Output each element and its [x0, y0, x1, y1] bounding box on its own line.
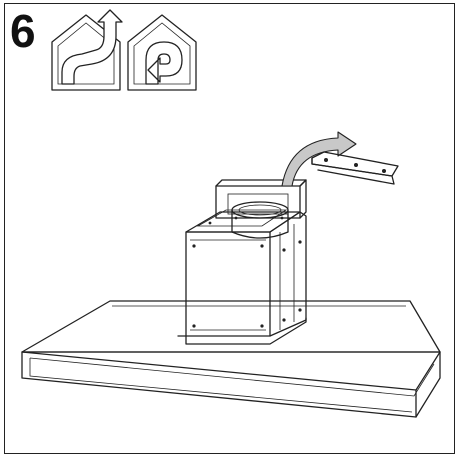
motor-housing	[177, 209, 307, 345]
step-number: 6	[10, 5, 36, 57]
step-frame	[4, 3, 455, 454]
removed-bracket	[311, 151, 399, 185]
recirculation-icon	[127, 14, 197, 91]
removal-arrow	[281, 131, 357, 187]
mounting-bracket	[215, 179, 307, 219]
hood-canopy	[21, 300, 441, 418]
ducted-extraction-icon	[51, 9, 123, 91]
